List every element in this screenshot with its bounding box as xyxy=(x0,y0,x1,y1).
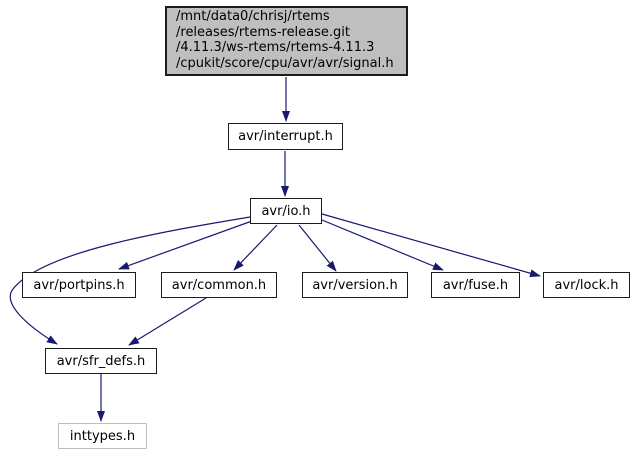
node-label: avr/portpins.h xyxy=(33,277,125,293)
node-label: avr/fuse.h xyxy=(442,277,509,293)
node-inttypes-h-external: inttypes.h xyxy=(58,423,147,449)
edge-common-to-sfr-defs xyxy=(128,297,207,346)
edge-io-to-lock xyxy=(321,213,541,278)
edge-io-to-portpins xyxy=(118,220,253,270)
node-avr-version-h[interactable]: avr/version.h xyxy=(302,272,408,298)
node-avr-lock-h[interactable]: avr/lock.h xyxy=(543,272,630,298)
edge-io-to-common xyxy=(233,224,278,271)
node-label: avr/common.h xyxy=(171,277,267,293)
node-signal-line: /releases/rtems-release.git xyxy=(176,24,351,40)
node-signal-line: /4.11.3/ws-rtems/rtems-4.11.3 xyxy=(176,40,375,56)
edge-io-to-version xyxy=(298,224,337,272)
node-signal-h-current-file: /mnt/data0/chrisj/rtems /releases/rtems-… xyxy=(165,6,408,76)
node-label: avr/lock.h xyxy=(554,277,619,293)
node-signal-line: /mnt/data0/chrisj/rtems xyxy=(176,9,330,24)
node-avr-fuse-h[interactable]: avr/fuse.h xyxy=(431,272,520,298)
node-label: avr/sfr_defs.h xyxy=(56,353,146,369)
node-avr-io-h[interactable]: avr/io.h xyxy=(250,198,322,224)
node-avr-interrupt-h[interactable]: avr/interrupt.h xyxy=(228,123,343,150)
node-avr-sfr-defs-h[interactable]: avr/sfr_defs.h xyxy=(45,348,157,374)
node-label: avr/io.h xyxy=(261,203,311,219)
node-signal-line: /cpukit/score/cpu/avr/avr/signal.h xyxy=(176,55,394,71)
edge-io-to-fuse xyxy=(321,219,444,271)
node-label: avr/interrupt.h xyxy=(238,129,333,144)
node-label: inttypes.h xyxy=(69,428,136,444)
node-avr-portpins-h[interactable]: avr/portpins.h xyxy=(22,272,136,298)
node-label: avr/version.h xyxy=(312,277,398,293)
node-avr-common-h[interactable]: avr/common.h xyxy=(161,272,277,298)
